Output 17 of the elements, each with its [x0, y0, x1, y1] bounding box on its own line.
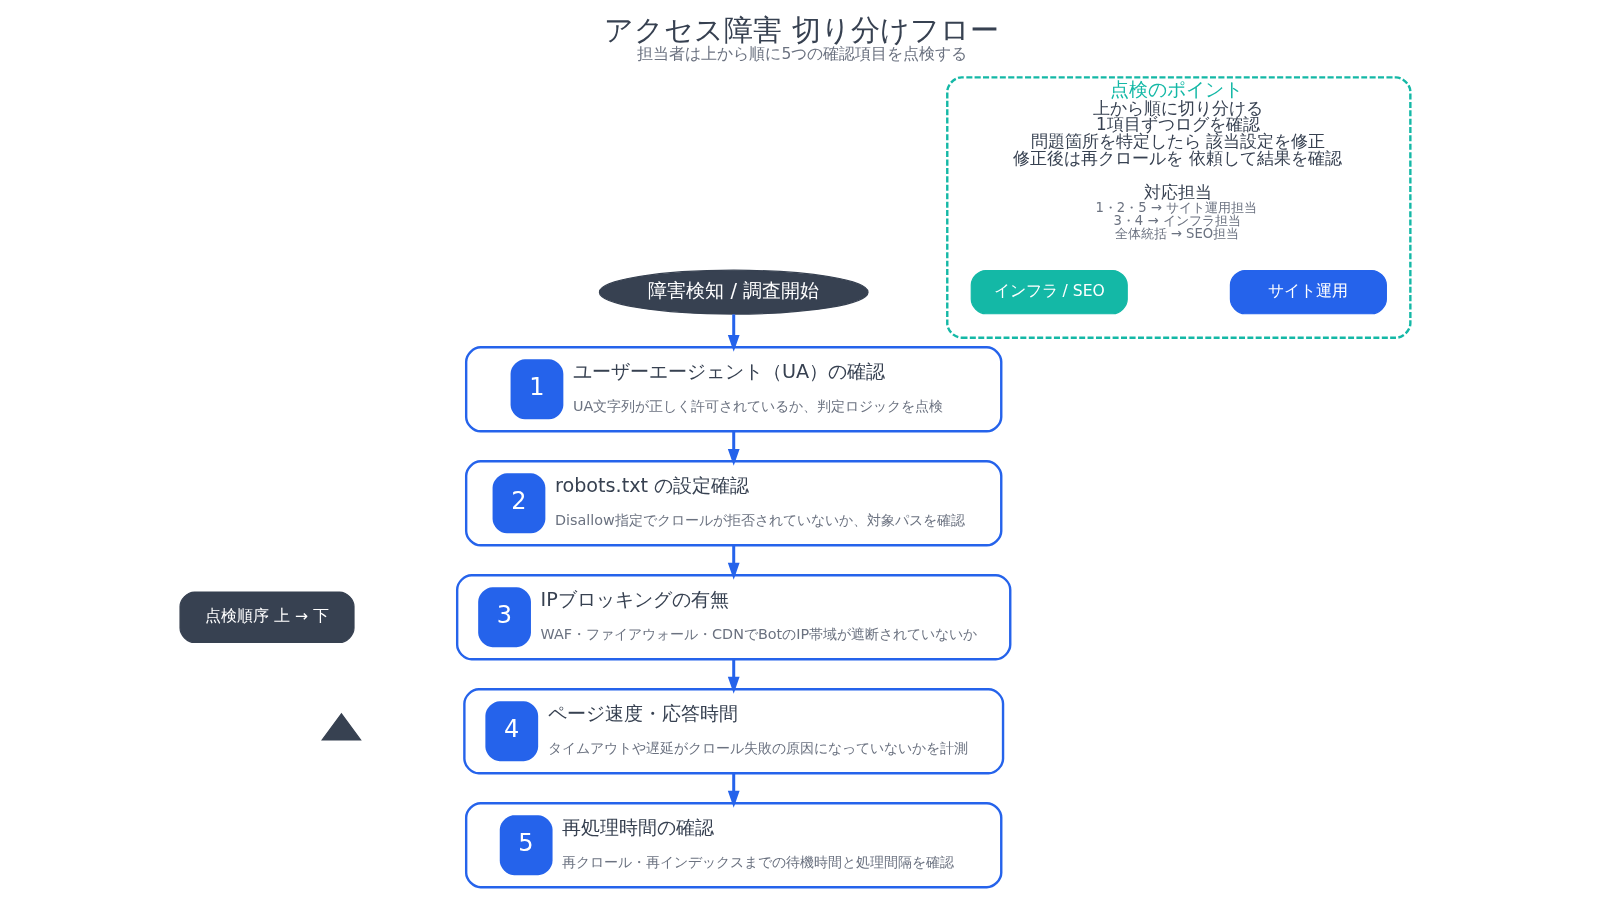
- arrow: [727, 430, 740, 466]
- node-box: 1 ユーザーエージェント（UA）の確認 UA文字列が正しく許可されているか、判定ロジックを点検: [465, 345, 1003, 432]
- node-box: 2 robots.txt の設定確認 Disallow指定でクロールが拒否されていないか、対象パスを確認: [465, 459, 1003, 546]
- node-box: 5 再処理時間の確認 再クロール・再インデックスまでの待機時間と処理間隔を確認: [465, 801, 1003, 888]
- caption: 担当者は上から順に5つの確認項目を点検する: [637, 44, 968, 63]
- arrow: [727, 544, 740, 580]
- arrow: [727, 772, 740, 808]
- node-ellipse: 障害検知 / 調査開始: [598, 269, 869, 315]
- node-box: インフラ / SEO: [970, 269, 1128, 314]
- arrow: [727, 313, 740, 352]
- arrow: [727, 658, 740, 694]
- diagram-title: アクセス障害 切り分けフロー: [604, 12, 999, 47]
- node-triangle: [321, 712, 362, 741]
- node-box: 4 ページ速度・応答時間 タイムアウトや遅延がクロール失敗の原因になっていないかを計測: [463, 687, 1005, 774]
- node-box: サイト運用: [1229, 269, 1387, 314]
- node-box: 点検順序 上 → 下: [179, 590, 355, 643]
- node-box: 3 IPブロッキングの有無 WAF・ファイアウォール・CDNでBotのIP帯域が遮断されていないか: [456, 573, 1012, 660]
